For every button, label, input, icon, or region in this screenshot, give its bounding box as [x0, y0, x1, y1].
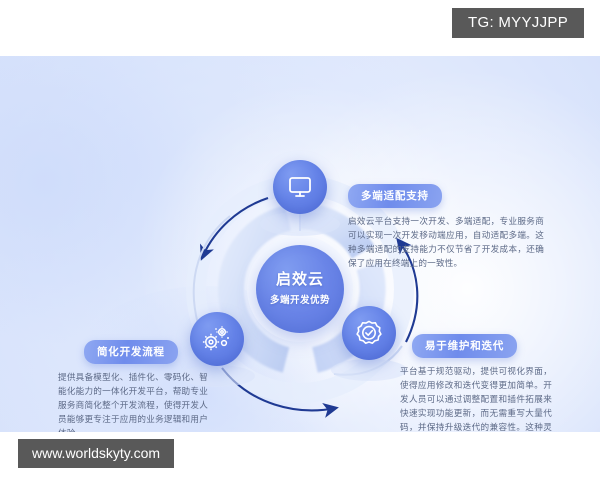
tg-watermark-tag: TG: MYYJJPP: [452, 8, 584, 38]
monitor-icon: [287, 175, 313, 199]
gear-check-icon: [355, 319, 383, 347]
arrow-top-to-left: [200, 197, 269, 261]
node-easy-maintain[interactable]: [342, 306, 396, 360]
node-simplify-process[interactable]: [190, 312, 244, 366]
info-block-simplify-process: 简化开发流程 提供具备模型化、插件化、零码化、智能化能力的一体化开发平台，帮助专…: [58, 340, 208, 432]
gears-icon: [202, 326, 232, 352]
infographic-canvas: 启效云 多端开发优势: [0, 56, 600, 432]
arrow-right-to-top: [396, 237, 419, 343]
hub-subtitle: 多端开发优势: [269, 295, 330, 307]
center-hub: 启效云 多端开发优势: [256, 245, 344, 333]
info-block-multi-terminal: 多端适配支持 启效云平台支持一次开发、多端适配，专业服务商可以实现一次开发移动端…: [348, 184, 544, 271]
info-block-easy-maintain: 易于维护和迭代 平台基于规范驱动，提供可视化界面，使得应用修改和迭代变得更加简单…: [400, 334, 552, 432]
paragraph-easy-maintain: 平台基于规范驱动，提供可视化界面，使得应用修改和迭代变得更加简单。开发人员可以通…: [400, 366, 552, 432]
paragraph-simplify-process: 提供具备模型化、插件化、零码化、智能化能力的一体化开发平台，帮助专业服务商简化整…: [58, 372, 208, 432]
site-watermark-tag: www.worldskyty.com: [18, 439, 175, 468]
node-multi-terminal[interactable]: [273, 160, 327, 214]
badge-easy-maintain: 易于维护和迭代: [412, 334, 518, 358]
paragraph-multi-terminal: 启效云平台支持一次开发、多端适配，专业服务商可以实现一次开发移动端应用，自动适配…: [348, 216, 544, 268]
badge-multi-terminal: 多端适配支持: [348, 184, 442, 208]
hub-title: 启效云: [275, 270, 324, 288]
badge-simplify-process: 简化开发流程: [84, 340, 178, 364]
